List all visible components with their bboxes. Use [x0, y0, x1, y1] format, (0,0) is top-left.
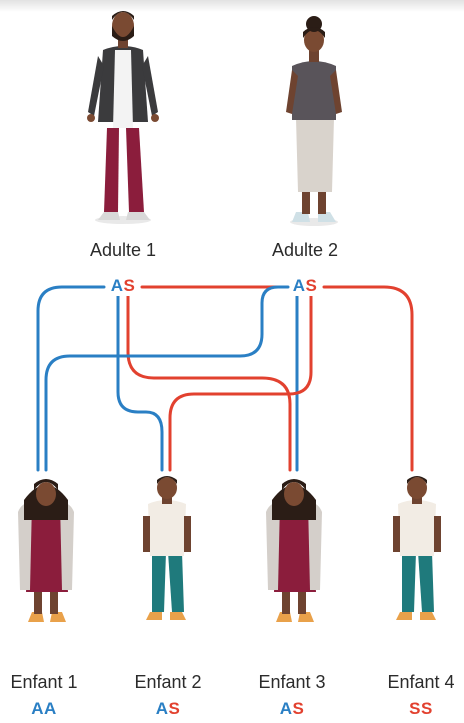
line-adult2-s-to-child2: [168, 294, 313, 472]
line-adult2-s-to-child4: [322, 285, 414, 472]
child-1-label: Enfant 1: [10, 672, 78, 692]
adult-1-allele-2: S: [123, 276, 136, 295]
child-1-allele-1: A: [31, 699, 44, 718]
adult-1-label: Adulte 1: [89, 240, 157, 260]
child-4-figure: [393, 476, 441, 620]
adult-1-genotype: AS: [108, 276, 138, 296]
child-3-genotype: AS: [277, 699, 307, 719]
adult-2-figure: [286, 16, 342, 226]
child-1-genotype: AA: [29, 699, 59, 719]
child-4-allele-1: S: [409, 699, 421, 718]
child-3-allele-2: S: [292, 699, 305, 718]
adult-1-figure: [87, 11, 159, 224]
child-4-genotype: SS: [407, 699, 435, 719]
line-adult1-s-to-child3: [126, 294, 292, 472]
adult-1-allele-1: A: [110, 276, 124, 295]
child-3-label: Enfant 3: [258, 672, 326, 692]
child-4-allele-2: S: [421, 699, 433, 718]
child-2-label: Enfant 2: [134, 672, 202, 692]
child-1-allele-2: A: [44, 699, 57, 718]
child-2-allele-2: S: [168, 699, 181, 718]
adult-2-allele-1: A: [292, 276, 306, 295]
line-adult2-a-to-child1: [44, 285, 290, 472]
child-1-figure: [18, 479, 74, 622]
child-2-allele-1: A: [155, 699, 169, 718]
line-adult1-a-to-child2: [116, 294, 164, 472]
child-3-figure: [266, 479, 322, 622]
adult-2-label: Adulte 2: [271, 240, 339, 260]
adult-2-genotype: AS: [290, 276, 320, 296]
line-adult1-a-to-child1: [36, 285, 106, 472]
adult-2-allele-2: S: [305, 276, 318, 295]
child-4-label: Enfant 4: [387, 672, 455, 692]
child-3-allele-1: A: [279, 699, 293, 718]
child-2-genotype: AS: [153, 699, 183, 719]
top-shadow: [0, 0, 464, 12]
child-2-figure: [143, 476, 191, 620]
